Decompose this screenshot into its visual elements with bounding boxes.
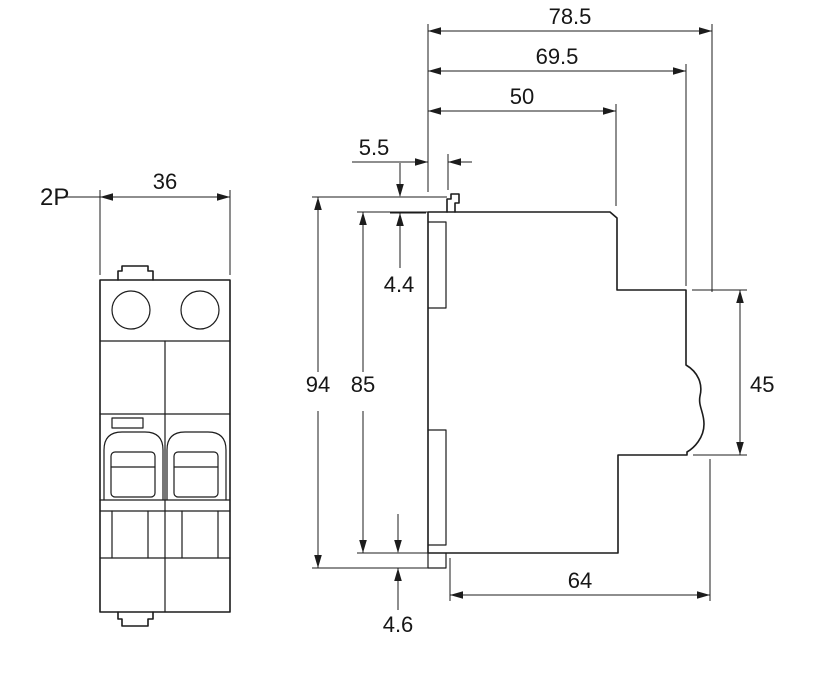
dimension-bottom-clip-height: 4.6 bbox=[383, 514, 428, 637]
arrow-right-icon bbox=[699, 27, 712, 35]
dim-label-overall-height: 94 bbox=[306, 372, 330, 397]
arrow-up-icon bbox=[396, 213, 404, 226]
side-top-tab bbox=[446, 193, 460, 213]
side-body bbox=[427, 193, 705, 569]
arrow-left-icon bbox=[428, 67, 441, 75]
toggle-housing-left bbox=[103, 431, 164, 501]
arrow-right-icon bbox=[697, 591, 710, 599]
arrow-down-icon bbox=[394, 540, 402, 553]
dimension-base-width: 64 bbox=[449, 459, 711, 601]
din-claw-lower bbox=[427, 429, 447, 546]
dimension-front-width: 36 bbox=[99, 169, 231, 275]
din-clip-bottom-tab bbox=[427, 552, 447, 569]
arrow-down-icon bbox=[736, 442, 744, 455]
din-claw-upper bbox=[427, 221, 447, 309]
pole-count-label: 2P bbox=[40, 184, 69, 211]
dimension-upper-width: 69.5 bbox=[428, 44, 687, 286]
arrow-up-icon bbox=[736, 290, 744, 303]
toggle-housing-right bbox=[166, 431, 227, 501]
rating-label-window bbox=[111, 417, 144, 429]
side-body-outline bbox=[427, 211, 705, 554]
dim-label-right-section-height: 45 bbox=[750, 372, 774, 397]
toggle-handle-right bbox=[173, 451, 219, 498]
arrow-right-icon bbox=[415, 158, 428, 166]
dimension-right-section-height: 45 bbox=[692, 289, 774, 456]
arrow-right-icon bbox=[673, 67, 686, 75]
front-body bbox=[99, 265, 231, 627]
toggle-handle-left bbox=[110, 451, 156, 498]
dimension-tab-height: 4.4 bbox=[384, 163, 426, 297]
arrow-down-icon bbox=[396, 184, 404, 197]
dimension-top-width: 50 bbox=[428, 84, 617, 206]
dim-label-base-width: 64 bbox=[568, 568, 592, 593]
dim-label-bottom-clip-height: 4.6 bbox=[383, 612, 414, 637]
arrow-left-icon bbox=[428, 107, 441, 115]
dim-label-front-width: 36 bbox=[153, 169, 177, 194]
arrow-up-icon bbox=[359, 212, 367, 225]
dim-label-body-height: 85 bbox=[351, 372, 375, 397]
dim-label-tab-offset: 5.5 bbox=[359, 135, 390, 160]
arrow-left-icon bbox=[428, 27, 441, 35]
dim-label-tab-height: 4.4 bbox=[384, 272, 415, 297]
dimension-body-height: 85 bbox=[351, 211, 428, 554]
dim-label-upper-width: 69.5 bbox=[536, 44, 579, 69]
arrow-up-icon bbox=[394, 568, 402, 581]
arrow-down-icon bbox=[314, 555, 322, 568]
dimension-overall-height: 94 bbox=[306, 196, 447, 569]
dimension-overall-width: 78.5 bbox=[427, 4, 713, 292]
front-top-tab bbox=[117, 265, 154, 281]
arrow-right-icon bbox=[217, 193, 230, 201]
dim-label-top-width: 50 bbox=[510, 84, 534, 109]
front-bottom-tab bbox=[117, 611, 154, 627]
arrow-left-icon bbox=[448, 158, 461, 166]
side-view: 78.5 69.5 50 5.5 bbox=[306, 4, 775, 637]
front-view: 2P 36 bbox=[40, 169, 231, 627]
terminal-screw-left bbox=[111, 290, 151, 330]
arrow-right-icon bbox=[603, 107, 616, 115]
arrow-up-icon bbox=[314, 197, 322, 210]
dimension-tab-offset: 5.5 bbox=[352, 135, 472, 190]
arrow-left-icon bbox=[100, 193, 113, 201]
arrow-down-icon bbox=[359, 540, 367, 553]
dim-label-overall-width: 78.5 bbox=[549, 4, 592, 29]
arrow-left-icon bbox=[450, 591, 463, 599]
terminal-screw-right bbox=[180, 290, 220, 330]
